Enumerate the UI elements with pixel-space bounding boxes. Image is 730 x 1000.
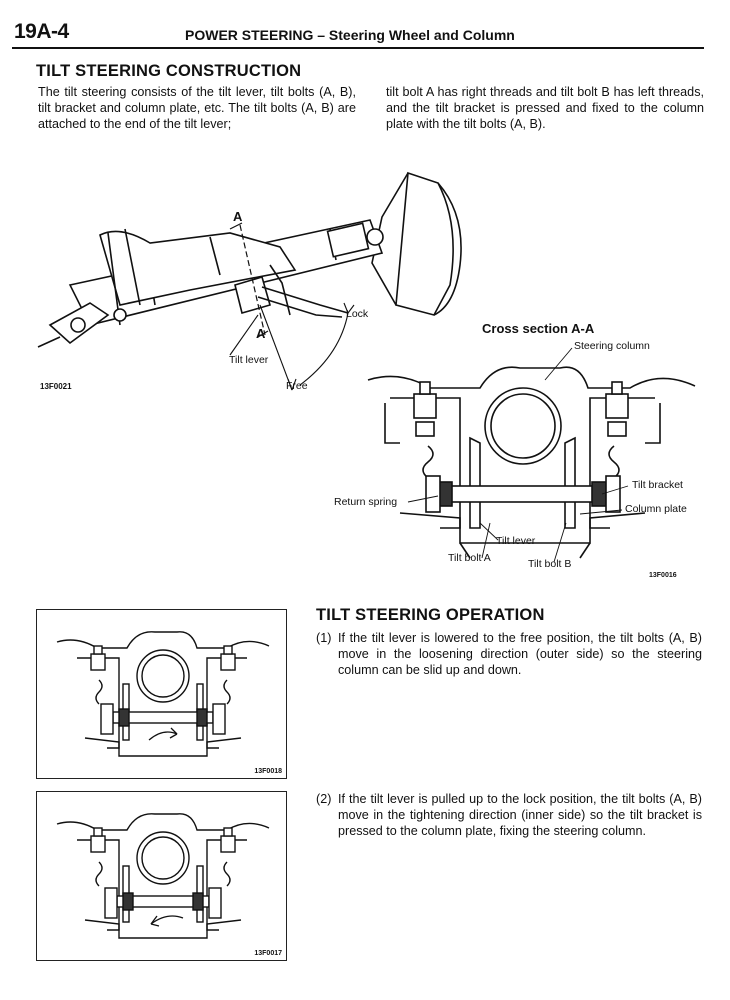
operation-item-text: If the tilt lever is pulled up to the lo… [338,792,702,838]
label-lock: Lock [346,308,369,320]
figure-code-section: 13F0016 [649,572,677,579]
label-column-plate: Column plate [625,503,687,515]
cross-section-title: Cross section A-A [482,321,595,336]
operation-item-text: If the tilt lever is lowered to the free… [338,631,702,677]
section-label-a-bottom: A [256,326,266,341]
label-tilt-bolt-b: Tilt bolt B [528,558,572,570]
cross-section-drawing [367,347,696,563]
page-header-title: POWER STEERING – Steering Wheel and Colu… [185,27,515,43]
lock-state-drawing [56,813,270,939]
construction-text-col1: The tilt steering consists of the tilt l… [38,85,356,131]
operation-item-2: (2) If the tilt lever is pulled up to th… [316,791,702,851]
page-number: 19A-4 [14,20,69,43]
construction-text-col2: tilt bolt A has right threads and tilt b… [386,85,704,131]
figure-lock-state: 13F0017 [36,791,287,961]
label-return-spring: Return spring [334,496,398,508]
free-state-drawing [56,631,270,757]
operation-item-1: (1) If the tilt lever is lowered to the … [316,630,702,690]
label-tilt-lever: Tilt lever [229,354,269,366]
label-tilt-bolt-a: Tilt bolt A [448,552,491,564]
label-free: Free [286,380,308,392]
operation-item-number: (2) [316,792,332,806]
header-rule [12,47,704,49]
operation-heading: TILT STEERING OPERATION [316,606,545,624]
figure-code-lock: 13F0017 [254,950,282,957]
label-tilt-lever-section: Tilt lever [496,535,536,547]
operation-item-number: (1) [316,631,332,645]
figure-column-assembly: A A Lock Tilt lever Free 13F0021 [30,165,470,400]
label-tilt-bracket: Tilt bracket [632,479,683,491]
construction-heading: TILT STEERING CONSTRUCTION [36,62,302,80]
label-steering-column: Steering column [574,340,650,352]
figure-cross-section: Cross section A-A Steering column [330,318,715,588]
section-label-a-top: A [233,209,243,224]
figure-free-state: 13F0018 [36,609,287,779]
figure-code-free: 13F0018 [254,768,282,775]
column-assembly-drawing [37,171,462,391]
figure-code: 13F0021 [40,382,72,391]
